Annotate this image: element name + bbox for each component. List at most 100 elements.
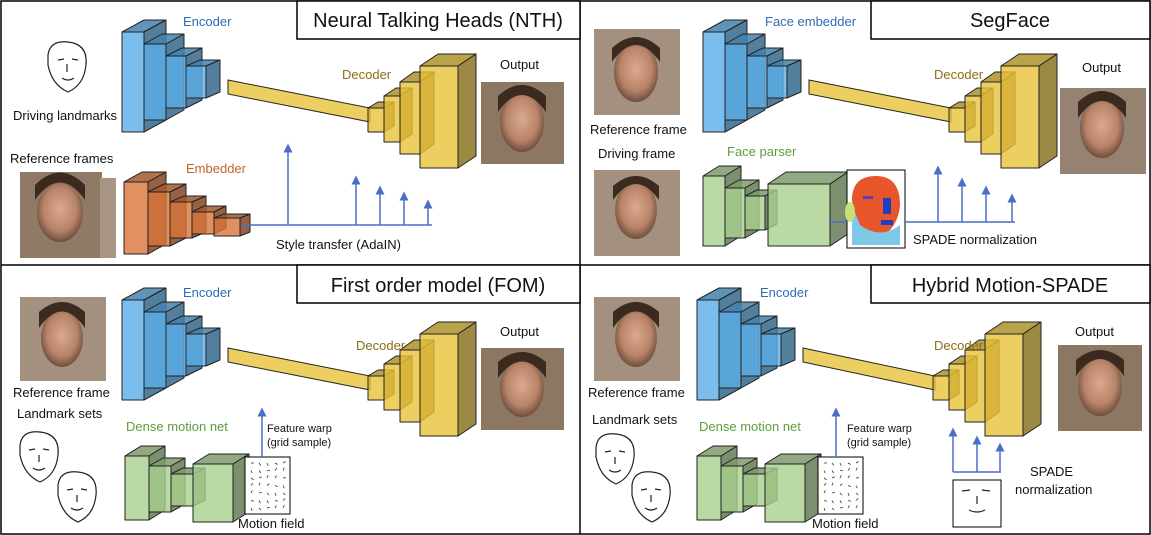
feature-warp-label-hybrid: Feature warp [847,423,912,435]
motion-vector [282,467,285,471]
landmark-sketch-fom-1 [19,431,59,483]
feature-warp-label-fom: Feature warp [267,423,332,435]
panel-title-fom: First order model (FOM) [331,275,545,297]
photo-reference-hybrid [594,297,680,381]
spade-label-hybrid: SPADE [1030,464,1073,479]
motion-vector [847,505,850,509]
motion-vector [855,461,859,464]
motion-vector [274,462,278,465]
motion-vector [831,500,834,504]
panel-title-nth: Neural Talking Heads (NTH) [313,10,563,32]
encoder-fom-block-4 [185,327,221,367]
motion-vector [282,505,285,509]
motion-vector [266,500,269,504]
spade-arrows-hybrid [948,427,1005,473]
decoder-segface-block-4 [1000,53,1058,169]
bottleneck-nth [227,79,371,123]
motion-vector [266,506,271,509]
driving-landmarks-label: Driving landmarks [13,108,118,123]
reference-frame-label-hybrid: Reference frame [588,385,685,400]
panel-title-segface: SegFace [970,10,1050,32]
reference-frame-label-fom: Reference frame [13,385,110,400]
title-box-nth [296,0,581,40]
motion-vector [250,477,254,481]
landmark-sketch-hybrid-1 [595,433,635,485]
motion-vector [282,498,286,501]
output-label-segface: Output [1082,60,1121,75]
motion-vector [847,492,850,496]
decoder-blocks-hybrid [802,321,1042,437]
motion-field-label-hybrid: Motion field [812,516,878,531]
motion-vector [855,498,859,501]
motion-vector [258,500,261,504]
motion-vector [823,483,827,486]
motion-vector [274,475,277,479]
motion-vector [839,492,843,496]
motion-vector [831,476,835,479]
title-box-segface [870,0,1151,40]
title-box-fom [296,264,581,304]
motion-field-fom [244,456,291,515]
decoder-label-fom: Decoder [356,338,406,353]
motion-vector [274,467,278,471]
title-box-hybrid [870,264,1151,304]
bottleneck-hybrid [802,347,936,391]
motion-field-hybrid [817,456,864,515]
motion-vector [839,475,842,479]
adain-arrows [242,143,433,226]
style-transfer-label: Style transfer (AdaIN) [276,237,401,252]
motion-vector [274,485,278,487]
reference-frames-label-nth: Reference frames [10,151,114,166]
motion-vector [258,491,263,494]
decoder-blocks-segface [808,53,1058,169]
encoder-blocks-nth [121,19,221,133]
output-label-fom: Output [500,324,539,339]
landmark-sets-label-hybrid: Landmark sets [592,412,678,427]
dense-hybrid-block-4 [764,453,822,523]
encoder-nth-block-4 [185,59,221,99]
decoder-nth-block-4 [419,53,477,169]
encoder-blocks-fom [121,287,221,401]
motion-vector [274,505,277,509]
photo-output-nth [481,82,564,164]
encoder-label-nth: Encoder [183,14,232,29]
motion-vector [258,470,262,474]
driving-frame-label: Driving frame [598,146,675,161]
motion-vector [266,475,269,479]
motion-vector [250,490,253,494]
spade-arrows-segface [829,165,1017,223]
motion-vector [823,507,826,511]
encoder-label-hybrid: Encoder [760,285,809,300]
motion-vector [258,482,261,486]
panel-title-hybrid: Hybrid Motion-SPADE [912,275,1108,297]
decoder-label-segface: Decoder [934,67,984,82]
encoder-label-fom: Encoder [183,285,232,300]
motion-vector [831,470,835,474]
landmark-sketch-fom-2 [57,471,97,523]
dense-motion-label-fom: Dense motion net [126,419,228,434]
motion-vector [855,505,858,509]
decoder-blocks-fom [227,321,477,437]
motion-vector [250,507,253,511]
motion-vector [258,462,262,466]
parser-block-4 [767,171,849,247]
motion-vector [266,492,270,496]
motion-vector [250,470,253,474]
landmark-box-hybrid [952,479,1002,528]
motion-vector [839,500,842,504]
dense-motion-label-hybrid: Dense motion net [699,419,801,434]
reference-frame-label-segface: Reference frame [590,122,687,137]
motion-vector [831,507,835,511]
grid-sample-label-hybrid: (grid sample) [847,437,911,449]
dense-fom-block-4 [192,453,250,523]
landmark-sketch-nth [47,41,87,93]
motion-vector [839,462,842,466]
motion-vector [823,477,827,481]
motion-vector [855,485,858,489]
photo-driving-segface [594,170,680,256]
motion-vector [831,491,836,494]
motion-vector [839,483,843,486]
motion-vector [266,483,270,486]
embedder-blocks-nth [123,171,251,255]
